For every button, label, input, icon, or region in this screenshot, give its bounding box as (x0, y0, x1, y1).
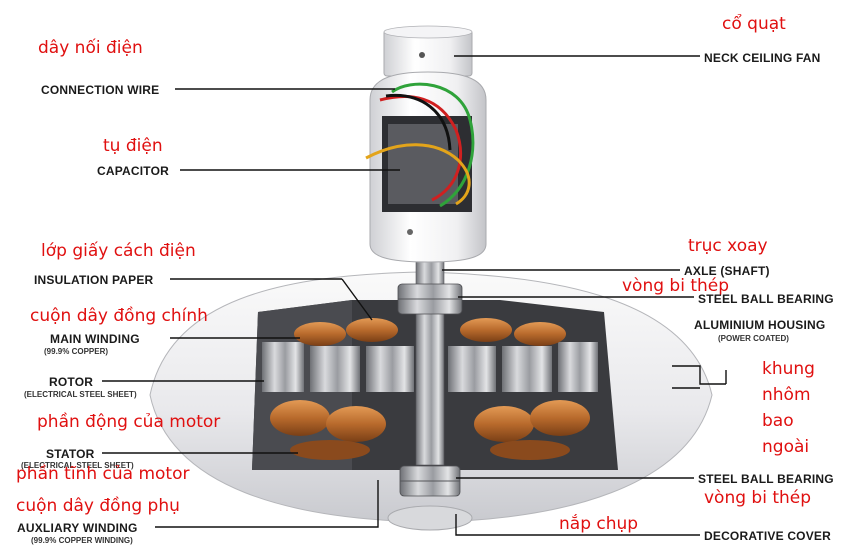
main-winding-en-label: MAIN WINDING (50, 332, 140, 346)
bottom-steel-ball-bearing (399, 465, 461, 497)
rotor-vn-label: phần động của motor (37, 412, 221, 432)
axle-vn-label: trục xoay (688, 236, 768, 256)
leader-insulation-drop (341, 278, 373, 321)
neck-vn-label: cổ quạt (722, 14, 786, 34)
leader-aux (155, 480, 379, 528)
connection-vn-label: dây nối điện (38, 38, 143, 58)
neck-en-label: NECK CEILING FAN (704, 51, 821, 65)
stator-en-label: STATOR (46, 447, 95, 461)
housing-sub-label: (POWER COATED) (718, 334, 789, 343)
rotor-sub-label: (ELECTRICAL STEEL SHEET) (24, 390, 137, 399)
main-winding-sub-label: (99.9% COPPER) (44, 347, 109, 356)
cover-en-label: DECORATIVE COVER (704, 529, 831, 543)
capacitor-en-label: CAPACITOR (97, 164, 170, 178)
housing-en-label: ALUMINIUM HOUSING (694, 318, 826, 332)
bearing-bot-vn-label: vòng bi thép (704, 488, 812, 508)
bearing-top-en-label: STEEL BALL BEARING (698, 292, 834, 306)
aux-winding-sub-label: (99.9% COPPER WINDING) (31, 536, 133, 545)
aux-winding-en-label: AUXLIARY WINDING (17, 521, 138, 535)
bearing-bot-en-label: STEEL BALL BEARING (698, 472, 834, 486)
housing-vn-label: khung nhôm bao ngoài (762, 359, 815, 457)
insulation-en-label: INSULATION PAPER (34, 273, 154, 287)
aux-winding-vn-label: cuộn dây đồng phụ (16, 496, 180, 516)
top-steel-ball-bearing (397, 283, 463, 315)
capacitor-vn-label: tụ điện (103, 136, 163, 156)
main-winding-coils (294, 318, 566, 346)
decorative-cover (387, 505, 473, 531)
stator-sub-label: (ELECTRICAL STEEL SHEET) (21, 461, 134, 470)
axle-en-label: AXLE (SHAFT) (684, 264, 770, 278)
leader-lines (102, 55, 727, 536)
auxiliary-winding-coils (270, 400, 590, 460)
rotor-en-label: ROTOR (49, 375, 94, 389)
stator-core (262, 342, 598, 392)
main-winding-vn-label: cuộn dây đồng chính (30, 306, 208, 326)
leader-housing (672, 365, 726, 385)
cover-vn-label: nắp chụp (559, 514, 639, 534)
neck-ceiling-fan (383, 25, 473, 77)
connection-en-label: CONNECTION WIRE (41, 83, 160, 97)
leader-cover (455, 514, 700, 536)
stator-vn-label: phần tĩnh của motor (16, 464, 190, 484)
connection-wires (365, 82, 475, 208)
bearing-top-vn-label: vòng bi thép (622, 276, 730, 296)
insulation-vn-label: lớp giấy cách điện (41, 241, 196, 261)
